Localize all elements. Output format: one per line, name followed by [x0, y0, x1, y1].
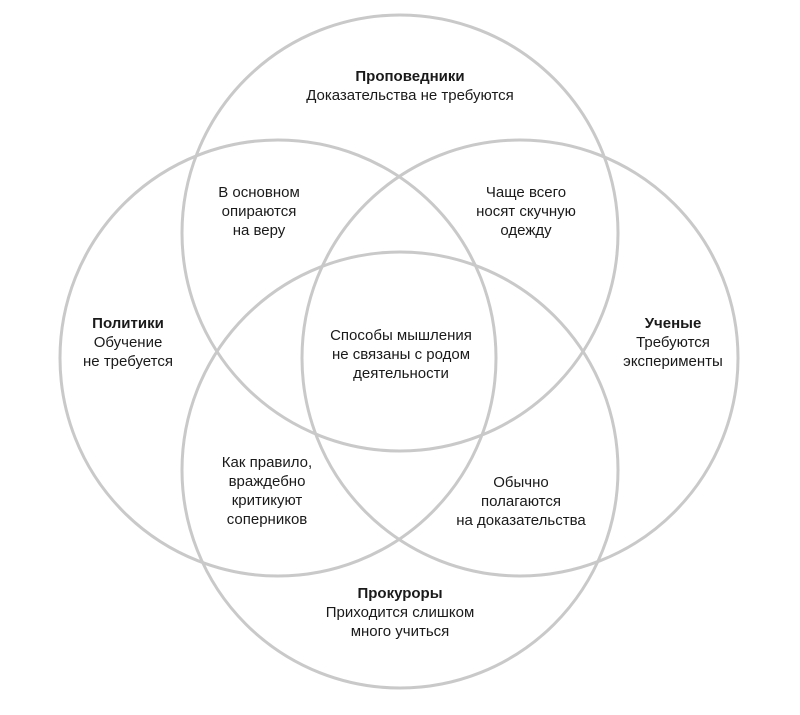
overlap-center: Способы мышления не связаны с родом деят…	[330, 326, 472, 383]
overlap-top-left-line-1: В основном	[218, 184, 300, 201]
overlap-top-left-line-2: опираются	[221, 203, 297, 220]
overlap-bottom-left-line-2: враждебно	[228, 473, 306, 490]
politicians-title: Политики	[92, 315, 164, 332]
overlap-center-line-1: Способы мышления	[330, 327, 472, 344]
overlap-bottom-left: Как правило, враждебно критикуют соперни…	[222, 453, 312, 529]
overlap-center-line-2: не связаны с родом	[331, 346, 471, 363]
preachers-line-1: Доказательства не требуются	[306, 87, 514, 104]
overlap-top-right-line-3: одежду	[500, 222, 552, 239]
circle-politicians	[58, 138, 498, 578]
label-prosecutors: Прокуроры Приходится слишком много учить…	[326, 584, 475, 641]
politicians-line-1: Обучение	[93, 334, 163, 351]
overlap-bottom-right-line-1: Обычно	[493, 474, 549, 491]
label-preachers: Проповедники Доказательства не требуются	[306, 67, 514, 105]
politicians-line-2: не требуется	[83, 353, 173, 370]
overlap-top-right-line-2: носят скучную	[476, 203, 576, 220]
overlap-bottom-left-line-1: Как правило,	[221, 454, 313, 471]
prosecutors-line-1: Приходится слишком	[325, 604, 475, 621]
scientists-line-1: Требуются	[636, 334, 710, 351]
overlap-bottom-left-line-3: критикуют	[231, 492, 303, 509]
overlap-top-right-line-1: Чаще всего	[485, 184, 567, 201]
overlap-bottom-right-line-2: полагаются	[481, 493, 561, 510]
overlap-center-line-3: деятельности	[353, 365, 449, 382]
label-scientists: Ученые Требуются эксперименты	[623, 314, 723, 371]
circle-preachers	[180, 13, 620, 453]
circle-prosecutors	[180, 250, 620, 690]
overlap-top-left: В основном опираются на веру	[218, 183, 300, 240]
overlap-bottom-right: Обычно полагаются на доказательства	[456, 473, 585, 530]
overlap-bottom-right-line-3: на доказательства	[456, 512, 586, 529]
preachers-title: Проповедники	[355, 68, 465, 85]
prosecutors-line-2: много учиться	[350, 623, 450, 640]
circle-scientists	[300, 138, 740, 578]
scientists-title: Ученые	[644, 315, 702, 332]
label-politicians: Политики Обучение не требуется	[83, 314, 173, 371]
scientists-line-2: эксперименты	[623, 353, 723, 370]
prosecutors-title: Прокуроры	[357, 585, 443, 602]
overlap-bottom-left-line-4: соперников	[226, 511, 308, 528]
overlap-top-left-line-3: на веру	[232, 222, 286, 239]
overlap-top-right: Чаще всего носят скучную одежду	[476, 183, 576, 240]
